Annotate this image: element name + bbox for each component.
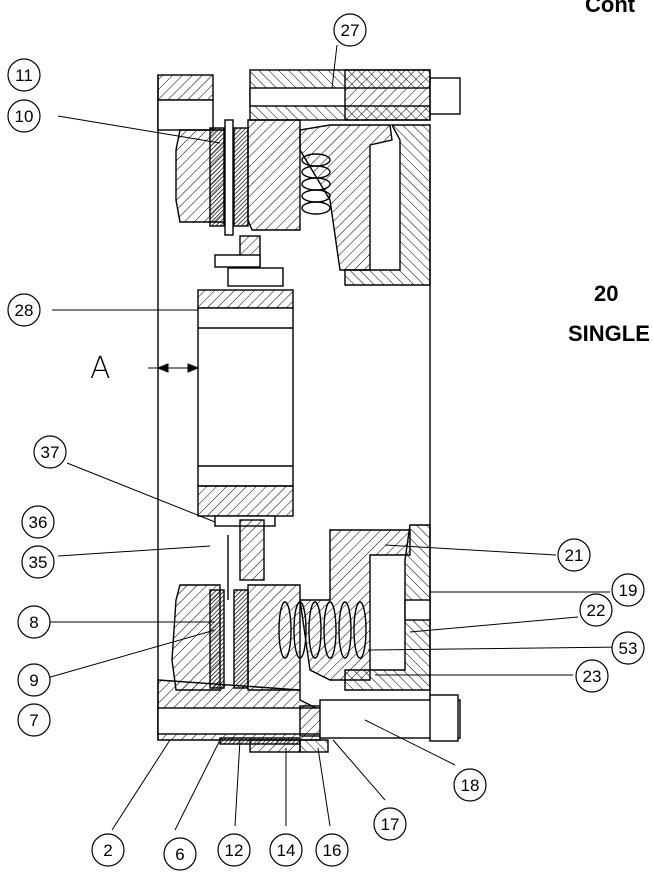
svg-text:53: 53: [619, 639, 638, 658]
svg-text:6: 6: [175, 845, 184, 864]
callout-6: 6: [163, 837, 197, 871]
callout-28: 28: [7, 293, 41, 327]
svg-text:35: 35: [29, 553, 48, 572]
callout-22: 22: [579, 593, 613, 627]
callout-19: 19: [611, 573, 645, 607]
callout-14: 14: [269, 833, 303, 867]
svg-text:9: 9: [29, 671, 38, 690]
callout-21: 21: [557, 538, 591, 572]
svg-text:37: 37: [41, 443, 60, 462]
svg-text:12: 12: [225, 841, 244, 860]
callout-37: 37: [33, 435, 67, 469]
svg-text:11: 11: [15, 66, 33, 85]
callout-2: 2: [91, 833, 125, 867]
callout-27: 27: [333, 13, 367, 47]
svg-text:22: 22: [587, 601, 606, 620]
callout-11: 11: [7, 58, 41, 92]
svg-text:8: 8: [29, 613, 38, 632]
callout-16: 16: [315, 833, 349, 867]
svg-text:7: 7: [29, 711, 38, 730]
callout-8: 8: [17, 605, 51, 639]
assembly-body: [157, 69, 461, 753]
callout-17: 17: [373, 807, 407, 841]
svg-text:2: 2: [103, 841, 112, 860]
callout-7: 7: [17, 703, 51, 737]
svg-text:28: 28: [15, 301, 34, 320]
callout-35: 35: [21, 545, 55, 579]
svg-text:14: 14: [277, 841, 296, 860]
svg-text:16: 16: [323, 841, 342, 860]
callout-23: 23: [575, 659, 609, 693]
header-cut-title: Cont: [585, 0, 636, 17]
dimension-a: [148, 363, 200, 373]
svg-text:19: 19: [619, 581, 638, 600]
title-size: 20: [594, 281, 618, 306]
callout-36: 36: [21, 505, 55, 539]
svg-text:23: 23: [583, 667, 602, 686]
svg-text:17: 17: [381, 815, 400, 834]
callout-53: 53: [611, 631, 645, 665]
callout-18: 18: [453, 768, 487, 802]
svg-text:21: 21: [565, 546, 584, 565]
title-type: SINGLE: [568, 321, 650, 346]
svg-text:27: 27: [341, 21, 360, 40]
callout-10: 10: [7, 99, 41, 133]
callout-9: 9: [17, 663, 51, 697]
svg-text:18: 18: [461, 776, 480, 795]
dimension-label: A: [90, 351, 111, 386]
leader-lines: [39, 44, 626, 831]
svg-text:36: 36: [29, 513, 48, 532]
callout-12: 12: [217, 833, 251, 867]
svg-text:10: 10: [15, 107, 34, 126]
